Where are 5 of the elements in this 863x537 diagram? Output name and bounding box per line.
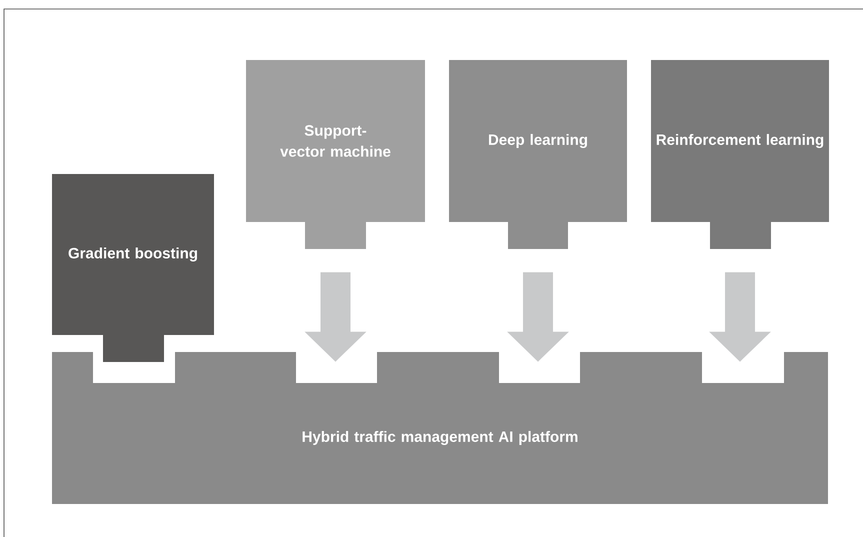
model-box: Reinforcement learning <box>651 60 829 249</box>
model-box: Deep learning <box>449 60 627 249</box>
model-box: Gradient boosting <box>52 174 214 362</box>
platform-block: Hybrid traffic management AI platform <box>52 352 828 504</box>
model-box: Support-vector machine <box>246 60 425 249</box>
